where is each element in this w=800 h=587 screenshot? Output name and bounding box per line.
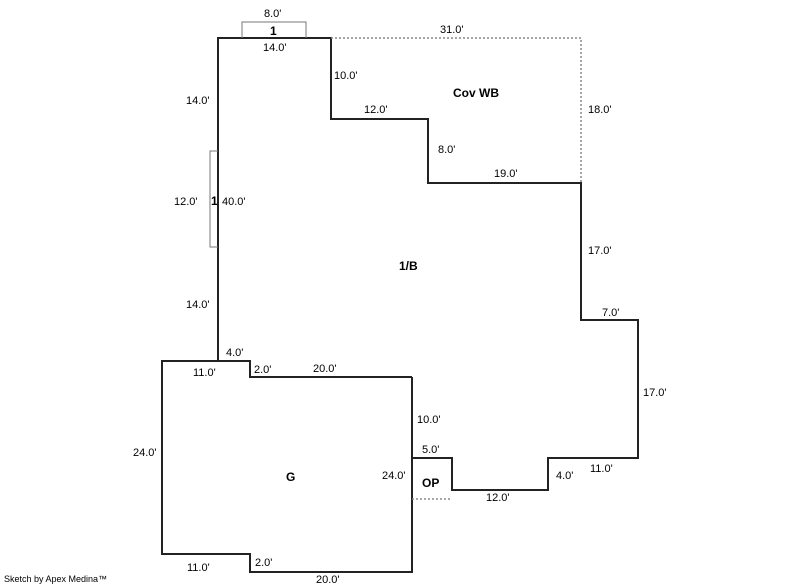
- dim-label: 12.0': [174, 196, 198, 208]
- dim-label: 18.0': [588, 104, 612, 116]
- dim-label: 19.0': [494, 168, 518, 180]
- dim-label: 20.0': [313, 363, 337, 375]
- sketch-credit: Sketch by Apex Medina™: [4, 574, 108, 584]
- top-bump-outline: [241, 21, 307, 38]
- dim-label: 2.0': [254, 364, 271, 376]
- dim-label: 20.0': [316, 574, 340, 586]
- dim-label: 11.0': [590, 463, 613, 475]
- area-label-bump-left: 1: [211, 194, 218, 208]
- dim-label: 14.0': [186, 95, 210, 107]
- covered-area-dashed: [331, 37, 582, 183]
- dim-label: 14.0': [186, 299, 210, 311]
- area-label-main: 1/B: [399, 259, 418, 273]
- dim-label: 17.0': [643, 387, 667, 399]
- left-bump-outline: [209, 150, 218, 248]
- dim-label: 12.0': [364, 104, 388, 116]
- area-label-bump-top: 1: [270, 24, 277, 38]
- dim-label: 40.0': [222, 196, 246, 208]
- dim-label: 31.0': [440, 24, 464, 36]
- dim-label: 4.0': [226, 347, 243, 359]
- dim-label: 24.0': [133, 447, 157, 459]
- garage-outline: [161, 360, 413, 573]
- dim-label: 8.0': [438, 144, 455, 156]
- dim-label: 7.0': [602, 307, 619, 319]
- dim-label: 5.0': [422, 444, 439, 456]
- main-wall-outline: [217, 37, 639, 491]
- dim-label: 24.0': [382, 470, 406, 482]
- dim-label: 14.0': [263, 42, 287, 54]
- dim-label: 17.0': [588, 245, 612, 257]
- area-label-garage: G: [286, 470, 295, 484]
- dim-label: 11.0': [187, 562, 210, 574]
- dim-label: 10.0': [417, 414, 441, 426]
- dim-label: 4.0': [556, 470, 573, 482]
- dim-label: 10.0': [334, 70, 358, 82]
- area-label-cov: Cov WB: [453, 86, 499, 100]
- dim-label: 12.0': [486, 492, 510, 504]
- dim-label: 11.0': [193, 367, 216, 379]
- dim-label: 8.0': [264, 8, 281, 20]
- area-label-porch: OP: [422, 476, 439, 490]
- dim-label: 2.0': [255, 557, 272, 569]
